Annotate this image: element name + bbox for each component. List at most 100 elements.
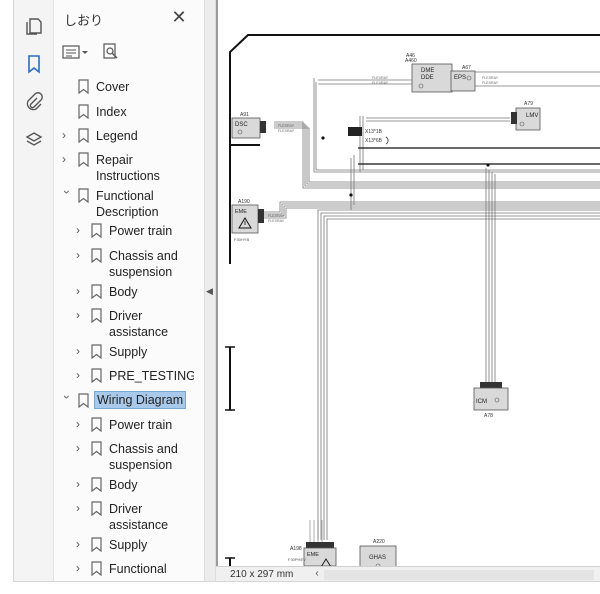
chevron-right-icon[interactable]: ›	[62, 128, 66, 142]
tree-label: Functional	[96, 189, 154, 203]
list-options-icon[interactable]	[62, 44, 88, 60]
chevron-right-icon[interactable]: ›	[76, 441, 80, 455]
tree-label: Cover	[96, 80, 130, 94]
status-bar: 210 x 297 mm ‹	[216, 566, 600, 581]
bookmark-icon	[78, 188, 89, 204]
tree-label: assistance	[109, 325, 169, 339]
bookmark-icon	[78, 152, 89, 168]
chevron-right-icon[interactable]: ›	[76, 501, 80, 515]
chevron-right-icon[interactable]: ›	[76, 223, 80, 237]
f30-label: F30HYB	[234, 237, 249, 242]
tree-label: Repair	[96, 153, 133, 167]
f30b-label: F30PHEV	[288, 557, 306, 562]
tree-label: suspension	[109, 265, 173, 279]
bookmark-icon	[91, 561, 102, 577]
chevron-right-icon[interactable]: ›	[76, 368, 80, 382]
tree-label: suspension	[109, 458, 173, 472]
a198-label: A198	[290, 546, 302, 552]
lmv-label: LMV	[526, 113, 538, 119]
tree-label: Index	[96, 105, 127, 119]
page-size-readout: 210 x 297 mm	[230, 569, 294, 580]
chevron-down-icon[interactable]: ›	[60, 190, 74, 194]
flexray-label: FLEXRAY	[278, 124, 295, 128]
tree-label: Body	[109, 478, 138, 492]
wiring-diagram: X13*1B X13*6B A46 A460 DME DDE FLEXRAY F…	[225, 34, 600, 569]
bookmark-icon	[91, 501, 102, 517]
tree-label: Legend	[96, 129, 138, 143]
paperclip-icon[interactable]	[22, 90, 46, 114]
collapse-panel-icon[interactable]: ◀	[206, 286, 213, 296]
bookmark-icon	[78, 128, 89, 144]
panel-toolbar	[62, 38, 120, 66]
tree-label: Power train	[109, 224, 173, 238]
horizontal-scrollbar[interactable]	[324, 570, 594, 580]
bookmark-icon	[91, 537, 102, 553]
dsc-label: DSC	[235, 122, 248, 128]
eme2-label: EME	[307, 552, 319, 558]
chevron-right-icon[interactable]: ›	[76, 308, 80, 322]
tree-label: Chassis and	[109, 249, 178, 263]
flexray-label: FLEXRAY	[268, 219, 285, 223]
panel-splitter[interactable]: ◀	[204, 0, 216, 581]
left-toolstrip	[14, 0, 54, 581]
tree-label: PRE_TESTING	[109, 369, 194, 383]
flexray-label: FLEXRAY	[482, 76, 499, 80]
a460-label: A460	[405, 58, 417, 64]
bookmark-icon	[91, 417, 102, 433]
find-bookmark-icon[interactable]	[102, 43, 120, 61]
x13b-label: X13*6B	[365, 138, 383, 144]
chevron-right-icon[interactable]: ›	[76, 248, 80, 262]
chevron-right-icon[interactable]: ›	[76, 344, 80, 358]
ghas-label: GHAS	[369, 555, 386, 561]
tree-label: assistance	[109, 518, 169, 532]
tree-label: Power train	[109, 418, 173, 432]
bookmark-icon	[91, 308, 102, 324]
bookmark-icon	[91, 248, 102, 264]
chevron-right-icon[interactable]: ›	[76, 537, 80, 551]
tree-label: Driver	[109, 502, 143, 516]
chevron-right-icon[interactable]: ›	[62, 152, 66, 166]
bookmark-icon	[78, 393, 89, 409]
flexray-label: FLEXRAY	[482, 81, 499, 85]
x13-label: X13*1B	[365, 129, 383, 135]
tree-label: Instructions	[96, 169, 160, 183]
layers-icon[interactable]	[22, 128, 46, 152]
bookmark-icon	[91, 477, 102, 493]
flexray-label: FLEXRAY	[372, 81, 389, 85]
tree-label: Supply	[109, 345, 148, 359]
tree-label-selected: Wiring Diagram	[94, 391, 187, 409]
icm-label: ICM	[476, 399, 487, 405]
chevron-right-icon[interactable]: ›	[76, 284, 80, 298]
chevron-right-icon[interactable]: ›	[76, 417, 80, 431]
flexray-label: FLEXRAY	[268, 214, 285, 218]
a46-label: A46	[406, 53, 415, 59]
bookmark-icon	[91, 284, 102, 300]
tree-label: Functional	[109, 562, 167, 576]
dde-label: DDE	[421, 75, 434, 81]
chevron-right-icon[interactable]: ›	[76, 561, 80, 575]
panel-title: しおり	[64, 13, 104, 28]
a67-label: A67	[462, 65, 471, 71]
tree-label: Description	[96, 205, 159, 219]
tree-label: Chassis and	[109, 442, 178, 456]
bookmark-icon[interactable]	[22, 52, 46, 76]
a91-label: A91	[240, 112, 249, 118]
chevron-down-icon[interactable]: ›	[60, 395, 74, 399]
dme-label: DME	[421, 68, 434, 74]
pages-icon[interactable]	[22, 14, 46, 38]
flexray-label: FLEXRAY	[372, 76, 389, 80]
bookmarks-panel: しおり ✕ Cover Index › Legend	[54, 0, 234, 581]
close-icon[interactable]: ✕	[171, 7, 187, 27]
pdf-reader-window: しおり ✕ Cover Index › Legend	[13, 0, 600, 582]
bookmark-tree: Cover Index › Legend › Repair Instructio…	[54, 72, 194, 581]
chevron-right-icon[interactable]: ›	[76, 477, 80, 491]
eme-label: EME	[235, 209, 247, 215]
document-page: X13*1B X13*6B A46 A460 DME DDE FLEXRAY F…	[218, 0, 600, 569]
tree-label: Body	[109, 285, 138, 299]
tree-label: Supply	[109, 538, 148, 552]
document-viewer: X13*1B X13*6B A46 A460 DME DDE FLEXRAY F…	[216, 0, 600, 581]
scroll-left-icon[interactable]: ‹	[315, 568, 319, 579]
bookmark-icon	[91, 223, 102, 239]
bookmark-icon	[91, 344, 102, 360]
a78-label: A78	[484, 413, 493, 419]
